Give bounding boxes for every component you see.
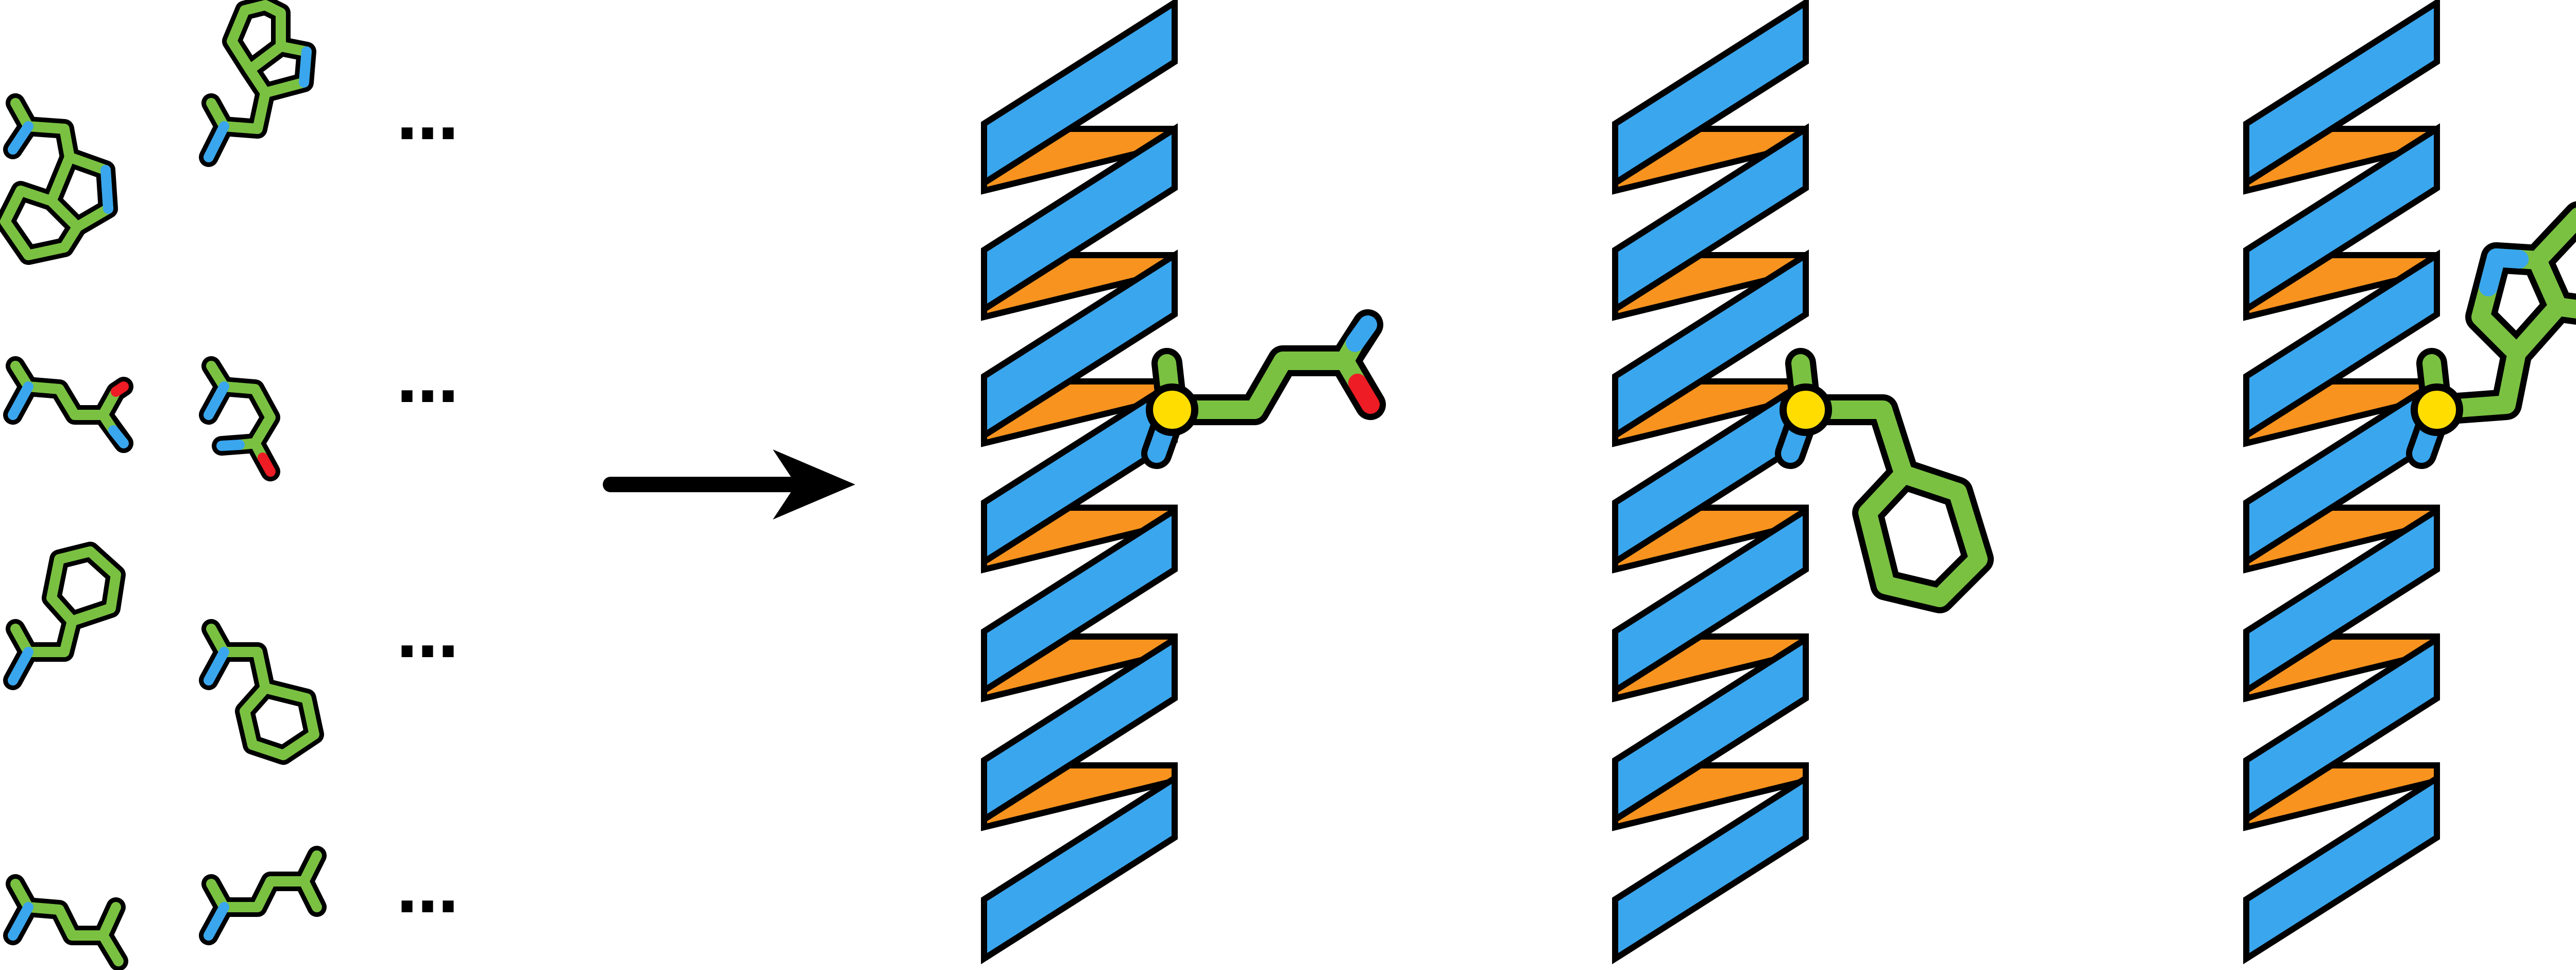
rotamer-row-trp: … <box>0 0 459 265</box>
leu-rotamer-2 <box>199 846 327 945</box>
helix-2-anchor-atom <box>1780 383 1832 436</box>
helix-3 <box>2246 3 2576 959</box>
helix-1-side-chain-gln <box>1141 309 1386 469</box>
phe-rotamer-1 <box>3 542 126 690</box>
row-4-ellipsis: … <box>397 856 459 927</box>
right-arrow-icon <box>603 449 855 520</box>
leu-rotamer-1 <box>3 874 128 970</box>
rotamer-row-leu: … <box>3 846 459 970</box>
row-3-ellipsis: … <box>397 600 459 672</box>
helix-2 <box>1615 3 1994 959</box>
phe-rotamer-2 <box>199 619 324 765</box>
rotamer-library: … <box>0 0 459 970</box>
gln-rotamer-2 <box>199 356 280 481</box>
row-1-ellipsis: … <box>397 82 459 154</box>
helix-3-backbone <box>2246 3 2437 959</box>
helix-1 <box>984 3 1386 959</box>
helix-1-anchor-atom <box>1146 383 1198 436</box>
trp-rotamer-1 <box>0 93 118 265</box>
rotamer-row-phe: … <box>3 542 459 765</box>
gln-rotamer-1 <box>3 356 133 453</box>
row-2-ellipsis: … <box>397 345 459 417</box>
rotamer-row-gln: … <box>3 345 459 481</box>
helix-3-anchor-atom <box>2411 383 2463 436</box>
helix-3-side-chain-trp <box>2406 201 2576 469</box>
helix-1-backbone <box>984 3 1175 959</box>
trp-rotamer-2 <box>199 0 316 167</box>
helix-2-side-chain-phe <box>1775 348 1994 613</box>
helix-2-backbone <box>1615 3 1806 959</box>
